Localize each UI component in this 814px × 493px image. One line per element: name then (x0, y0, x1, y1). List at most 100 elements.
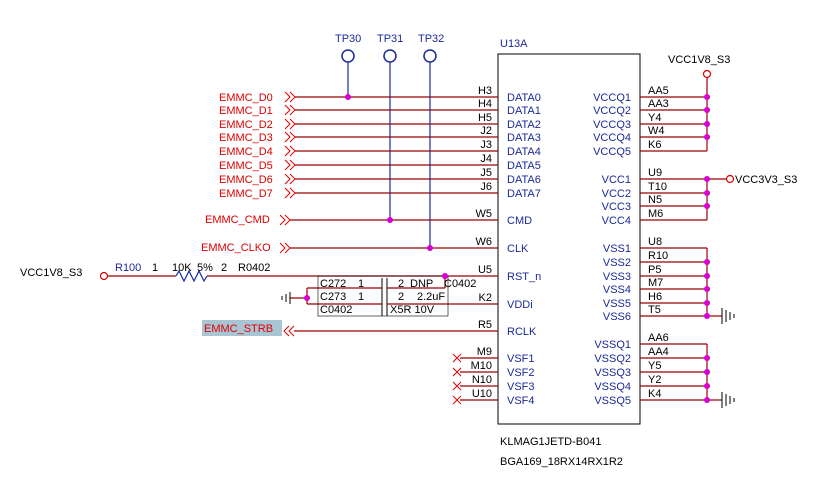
svg-text:DNP: DNP (410, 278, 433, 290)
svg-text:X5R 10V: X5R 10V (390, 304, 435, 316)
no-connect-mark (452, 381, 462, 391)
pin-name: VSF2 (507, 367, 535, 379)
pin-name: VSS6 (603, 311, 631, 323)
pin-name: VCC2 (602, 188, 631, 200)
svg-text:1: 1 (358, 291, 364, 303)
pin-number: AA6 (648, 332, 669, 344)
pin-name: VSSQ1 (594, 339, 631, 351)
data-net: EMMC_D0 (219, 91, 498, 104)
right-pin: VSS6 T5 (603, 304, 707, 323)
net-label: EMMC_D2 (219, 119, 273, 131)
vcc-power-rail: VCC3V3_S3 (706, 174, 797, 220)
svg-text:VCC1V8_S3: VCC1V8_S3 (668, 54, 730, 66)
pin-name: DATA3 (507, 132, 541, 144)
right-pin-group: VCCQ1AA5VCCQ2AA3VCCQ3Y4VCCQ4W4VCCQ5K6VCC… (593, 85, 707, 407)
net-port-arrow (284, 145, 296, 157)
left-pin-group: H3DATA0H4DATA1H5DATA2J2DATA3J3DATA4J4DAT… (452, 85, 541, 407)
pin-number: M9 (477, 346, 492, 358)
pin-number: R10 (648, 250, 668, 262)
net-port-arrow (284, 131, 296, 143)
pin-name: VSS5 (603, 298, 631, 310)
no-connect-mark (452, 353, 462, 363)
pin-name: DATA4 (507, 146, 541, 158)
pin-name: DATA6 (507, 174, 541, 186)
pin-number: T10 (648, 181, 667, 193)
pin-number: R5 (478, 319, 492, 331)
data-net: EMMC_D6 (219, 173, 498, 186)
net-port-arrow (284, 187, 296, 199)
pin-name: VSS2 (603, 257, 631, 269)
pin-name: VCCQ2 (593, 105, 631, 117)
test-point-tp32: TP32 (418, 33, 444, 248)
net-label: EMMC_D3 (219, 132, 273, 144)
svg-text:2: 2 (398, 291, 404, 303)
svg-text:5%: 5% (197, 262, 213, 274)
pin-number: Y2 (648, 374, 661, 386)
capacitor-c272-c273: C272 1 2 DNP C0402 C273 1 2 2.2uF C0402 … (281, 275, 498, 317)
pin-number: M10 (471, 360, 492, 372)
pin-name: RST_n (507, 271, 541, 283)
net-emmc-strb: EMMC_STRB (202, 320, 498, 337)
pin-name: VCC1 (602, 174, 631, 186)
pin-name: VSSQ4 (594, 381, 631, 393)
pin-number: H3 (478, 85, 492, 97)
svg-text:1: 1 (152, 262, 158, 274)
svg-text:C272: C272 (320, 278, 346, 290)
junction-dots (304, 94, 710, 403)
pin-name: VDDi (507, 299, 533, 311)
pin-number: K6 (648, 139, 661, 151)
data-net: EMMC_D2 (219, 118, 498, 131)
svg-text:R0402: R0402 (238, 262, 270, 274)
pin-name: VCCQ3 (593, 119, 631, 131)
pin-number: T5 (648, 304, 661, 316)
pin-number: N10 (472, 374, 492, 386)
pin-number: H6 (648, 291, 662, 303)
net-label: EMMC_D7 (219, 188, 273, 200)
svg-text:10K: 10K (172, 262, 192, 274)
pin-number: U8 (648, 236, 662, 248)
pin-name: VSS4 (603, 284, 631, 296)
net-label: EMMC_D1 (219, 105, 273, 117)
pin-name: VSSQ3 (594, 367, 631, 379)
pin-number: Y5 (648, 360, 661, 372)
vccq-power-rail: VCC1V8_S3 (668, 54, 730, 151)
net-emmc-clko: EMMC_CLKO (201, 242, 498, 254)
pin-number: Y4 (648, 112, 661, 124)
pin-number: K4 (648, 388, 661, 400)
svg-text:TP30: TP30 (335, 33, 361, 45)
data-net: EMMC_D5 (219, 159, 498, 172)
right-pin: VSSQ4 Y2 (594, 374, 707, 393)
svg-text:1: 1 (358, 278, 364, 290)
pin-name: VSF3 (507, 381, 535, 393)
right-pin: VCC2 T10 (602, 181, 707, 200)
pin-name: VSF1 (507, 353, 535, 365)
pin-name: CMD (507, 215, 532, 227)
svg-text:2: 2 (221, 262, 227, 274)
pin-name: VCC4 (602, 215, 631, 227)
data-net: EMMC_D3 (219, 131, 498, 144)
pin-number: U9 (648, 167, 662, 179)
data-net: EMMC_D7 (219, 187, 498, 200)
pin-name: VCCQ4 (593, 132, 631, 144)
pin-number: H5 (478, 112, 492, 124)
no-connect-mark (452, 395, 462, 405)
data-net: EMMC_D1 (219, 104, 498, 117)
net-port-arrow (284, 91, 296, 103)
svg-text:VCC1V8_S3: VCC1V8_S3 (20, 267, 82, 279)
right-pin: VSS5 H6 (603, 291, 707, 310)
pin-name: VCCQ1 (593, 92, 631, 104)
ic-body (497, 53, 641, 425)
pin-name: VSS3 (603, 271, 631, 283)
